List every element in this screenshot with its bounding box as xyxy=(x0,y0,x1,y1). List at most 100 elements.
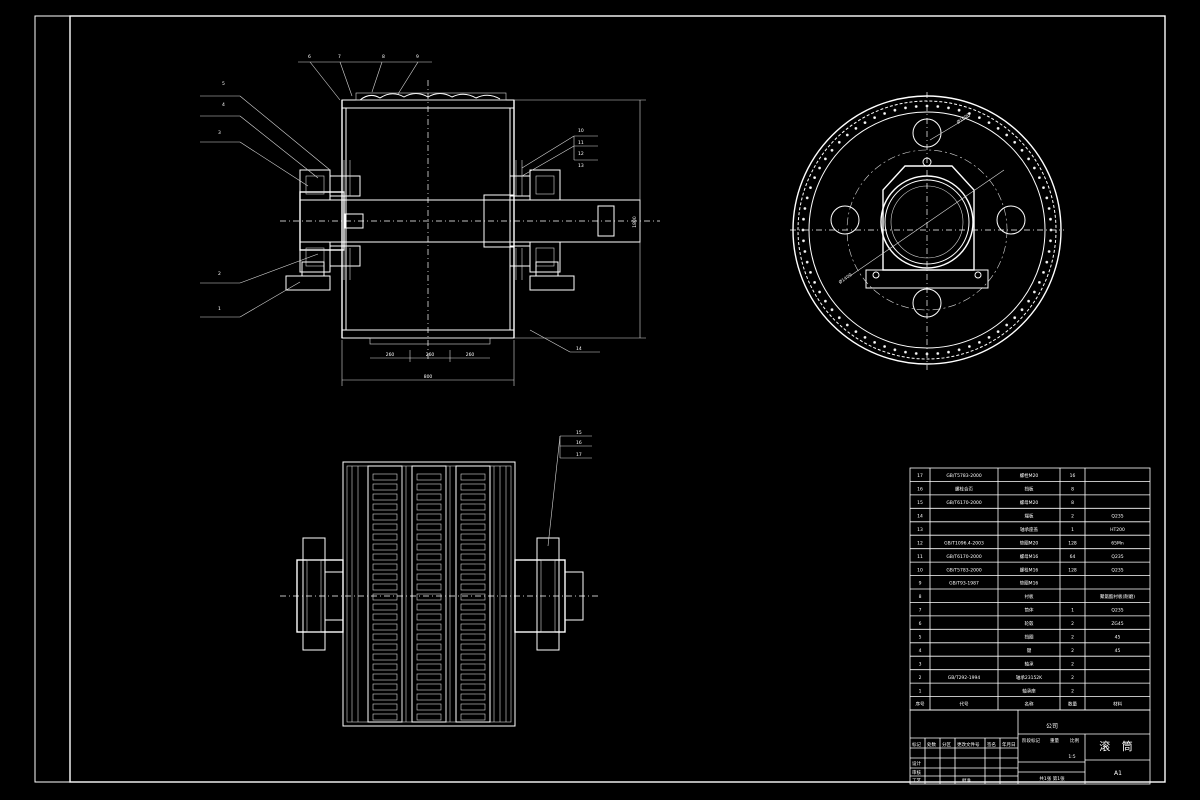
lagging-block xyxy=(460,503,486,511)
top-view xyxy=(280,435,600,727)
lagging-dot xyxy=(1045,260,1049,264)
lagging-dot xyxy=(873,116,877,120)
dim-drum-width: 800 xyxy=(424,374,433,380)
lagging-block xyxy=(416,643,442,651)
lagging-block xyxy=(460,563,486,571)
lagging-block xyxy=(460,483,486,491)
tb-label-date: 年月日 xyxy=(1002,741,1016,748)
balloon-6: 6 xyxy=(308,54,311,60)
bom-cell: GB/T6170-2000 xyxy=(946,500,982,506)
lagging-block xyxy=(372,483,398,491)
bom-cell: 轴承23152K xyxy=(1016,674,1043,681)
lagging-dot xyxy=(893,348,897,352)
bom-cell: 13 xyxy=(917,527,923,533)
lagging-dot xyxy=(914,352,918,355)
lagging-block xyxy=(460,473,486,481)
bom-cell: GB/T6170-2000 xyxy=(946,554,982,560)
bom-cell: 2 xyxy=(1071,514,1074,520)
bom-cell: 128 xyxy=(1068,540,1077,546)
lagging-block xyxy=(416,703,442,711)
lagging-dot xyxy=(883,345,887,348)
lagging-dot xyxy=(996,126,1000,130)
tb-row-process: 工艺 xyxy=(912,778,921,784)
inner-border xyxy=(69,15,1166,783)
balloon-7: 7 xyxy=(338,54,341,60)
lagging-dot xyxy=(904,106,907,110)
balloon-17: 17 xyxy=(576,452,582,458)
lagging-block xyxy=(416,693,442,701)
lagging-block xyxy=(416,473,442,481)
sheet-size: A1 xyxy=(1114,770,1122,777)
lagging-dot xyxy=(987,121,991,125)
dim-seg2: 260 xyxy=(426,352,435,358)
lagging-block xyxy=(460,543,486,551)
tb-label-change: 更改文件号 xyxy=(957,741,980,748)
lagging-block xyxy=(416,633,442,641)
lagging-dot xyxy=(1020,308,1024,312)
top-leaders xyxy=(298,61,432,101)
lagging-dot xyxy=(863,335,867,339)
bom-cell: 45 xyxy=(1115,648,1121,654)
bom-cell: 12 xyxy=(917,540,923,546)
bom-cell: GB/T1096.4-2003 xyxy=(944,540,984,546)
bom-header-cell: 代号 xyxy=(960,701,969,708)
lagging-block xyxy=(416,613,442,621)
bom-cell: 45 xyxy=(1115,635,1121,641)
lagging-block xyxy=(416,563,442,571)
lagging-block xyxy=(416,553,442,561)
lagging-block xyxy=(460,663,486,671)
lagging-dot xyxy=(1045,196,1049,200)
bom-cell: 11 xyxy=(917,554,923,560)
lagging-block xyxy=(372,523,398,531)
lagging-dot xyxy=(904,350,907,354)
lagging-block xyxy=(372,613,398,621)
lagging-dot xyxy=(824,299,827,303)
bom-cell: 螺母M20 xyxy=(1020,499,1039,506)
sheet-info: 共1张 第1张 xyxy=(1039,775,1065,782)
lagging-block xyxy=(372,513,398,521)
balloon-1: 1 xyxy=(218,306,221,312)
lagging-dot xyxy=(830,148,834,152)
bom-cell: GB/T292-1994 xyxy=(948,675,981,681)
lagging-dot xyxy=(830,308,834,312)
lagging-block xyxy=(372,543,398,551)
bom-cell: 垫圈M20 xyxy=(1020,539,1039,546)
lagging-block xyxy=(372,563,398,571)
lagging-block xyxy=(416,623,442,631)
bom-cell: 5 xyxy=(919,635,922,641)
tb-approve: 批准 xyxy=(962,777,971,784)
bom-cell: 轴承座盖 xyxy=(1020,526,1038,533)
scale: 1:5 xyxy=(1068,754,1075,760)
lagging-dot xyxy=(1047,250,1051,253)
lagging-dot xyxy=(813,176,817,180)
tb-stage: 阶段标记 xyxy=(1022,737,1040,744)
lagging-block xyxy=(460,593,486,601)
lagging-dot xyxy=(802,239,805,243)
front-section-view xyxy=(280,80,660,386)
lagging-block xyxy=(460,603,486,611)
lagging-block xyxy=(416,493,442,501)
lagging-dot xyxy=(1005,133,1009,137)
lagging-dot xyxy=(968,345,971,348)
bom-cell: 垫圈M16 xyxy=(1020,580,1039,587)
lagging-dot xyxy=(837,316,841,320)
bom-header-cell: 序号 xyxy=(916,701,925,708)
lagging-dot xyxy=(1020,148,1024,152)
lagging-block xyxy=(372,683,398,691)
lagging-block xyxy=(416,593,442,601)
bom-header-cell: 数量 xyxy=(1068,701,1077,708)
balloon-15: 15 xyxy=(576,430,582,436)
lagging-dot xyxy=(883,112,887,115)
lagging-block xyxy=(416,583,442,591)
lagging-block xyxy=(416,603,442,611)
bom-cell: 16 xyxy=(917,487,923,493)
lagging-dot xyxy=(1042,186,1045,190)
balloon-5: 5 xyxy=(222,81,225,87)
lagging-dot xyxy=(957,108,961,112)
lagging-dot xyxy=(893,108,897,112)
lagging-dot xyxy=(936,352,940,355)
bom-cell: Q235 xyxy=(1111,608,1123,614)
lagging-dot xyxy=(936,105,940,108)
bom-cell: 16 xyxy=(1070,473,1076,479)
lagging-block xyxy=(372,673,398,681)
